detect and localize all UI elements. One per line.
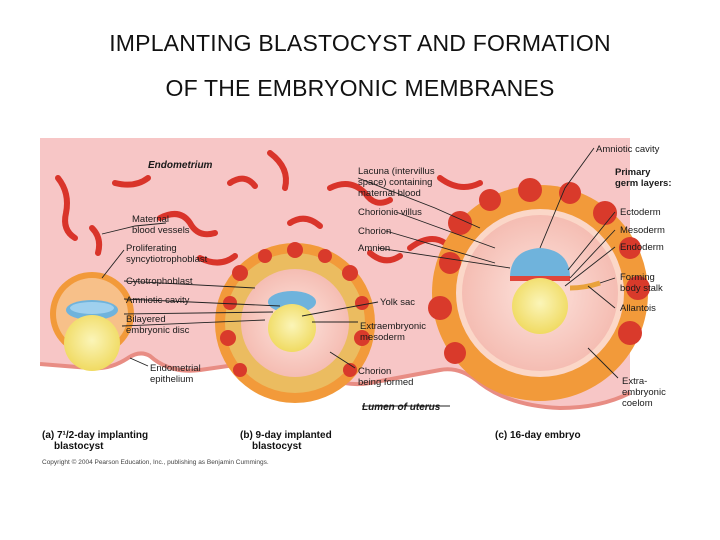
- label-forming-stalk-2: body stalk: [620, 283, 663, 294]
- label-bilayered-1: Bilayered: [126, 314, 166, 325]
- label-maternal-vessels-2: blood vessels: [132, 225, 190, 236]
- label-endometrial-epithelium-1: Endometrial: [150, 363, 201, 374]
- maternal-blood-vessels: [55, 150, 483, 311]
- label-endometrial-epithelium-2: epithelium: [150, 374, 193, 385]
- blastocyst-a: [50, 272, 134, 371]
- label-amniotic-cavity-a: Amniotic cavity: [126, 295, 190, 306]
- label-extra-coelom-3: coelom: [622, 398, 653, 409]
- slide-title-line-1: IMPLANTING BLASTOCYST AND FORMATION: [109, 30, 611, 56]
- label-cytotrophoblast: Cytotrophoblast: [126, 276, 193, 287]
- label-forming-stalk-1: Forming: [620, 272, 655, 283]
- copyright-notice: Copyright © 2004 Pearson Education, Inc.…: [42, 458, 269, 466]
- caption-c: (c) 16-day embryo: [495, 430, 581, 441]
- caption-b-line1: (b) 9-day implanted: [240, 430, 332, 441]
- embryo-c: [428, 178, 650, 401]
- label-lumen-of-uterus: Lumen of uterus: [362, 402, 441, 413]
- label-chorion-forming-2: being formed: [358, 377, 413, 388]
- label-bilayered-2: embryonic disc: [126, 325, 190, 336]
- label-extraembryonic-meso-2: mesoderm: [360, 332, 405, 343]
- blastocyst-b: [215, 242, 375, 403]
- label-endometrium: Endometrium: [148, 160, 213, 171]
- label-maternal-vessels-1: Maternal: [132, 214, 169, 225]
- caption-b-line2: blastocyst: [252, 441, 302, 452]
- label-lacuna-2: space) containing: [358, 177, 432, 188]
- label-ectoderm: Ectoderm: [620, 207, 661, 218]
- label-yolk-sac: Yolk sac: [380, 297, 415, 308]
- slide-title-line-2: OF THE EMBRYONIC MEMBRANES: [165, 75, 555, 101]
- label-chorion-forming-1: Chorion: [358, 366, 391, 377]
- label-chorionic-villus: Chorionic villus: [358, 207, 422, 218]
- label-amnion: Amnion: [358, 243, 390, 254]
- label-amniotic-cavity-c: Amniotic cavity: [596, 144, 660, 155]
- label-primary-germ-2: germ layers:: [615, 178, 672, 189]
- label-chorion: Chorion: [358, 226, 391, 237]
- label-lacuna-3: maternal blood: [358, 188, 421, 199]
- label-mesoderm: Mesoderm: [620, 225, 665, 236]
- caption-a-line1: (a) 7¹/2-day implanting: [42, 430, 148, 441]
- label-proliferating-1: Proliferating: [126, 243, 177, 254]
- label-extra-coelom-1: Extra-: [622, 376, 647, 387]
- label-extraembryonic-meso-1: Extraembryonic: [360, 321, 426, 332]
- implantation-figure: Endometrium Maternal blood vessels Proli…: [40, 138, 672, 466]
- leader-lines: [101, 147, 619, 407]
- label-primary-germ-1: Primary: [615, 167, 651, 178]
- label-extra-coelom-2: embryonic: [622, 387, 666, 398]
- caption-a-line2: blastocyst: [54, 441, 104, 452]
- label-lacuna-1: Lacuna (intervillus: [358, 166, 435, 177]
- label-endoderm: Endoderm: [620, 242, 664, 253]
- label-proliferating-2: syncytiotrophoblast: [126, 254, 208, 265]
- label-allantois: Allantois: [620, 303, 656, 314]
